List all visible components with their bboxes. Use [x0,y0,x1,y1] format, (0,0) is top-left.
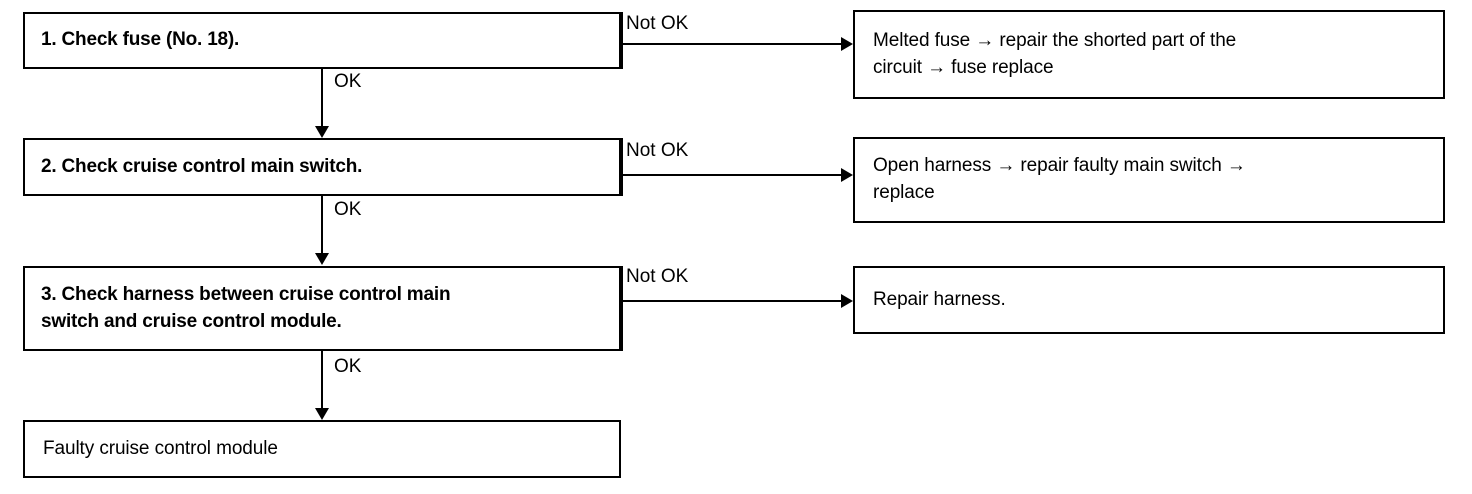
step-2-not-ok-label: Not OK [626,140,689,161]
step-1-label: 1. Check fuse (No. 18). [41,29,240,51]
conclusion-box: Faulty cruise control module [23,420,621,478]
connector-step3-to-result3 [621,300,841,302]
step-2-ok-label: OK [334,199,362,220]
step-3-not-ok-result-text: Repair harness. [873,288,1006,310]
connector-step1-to-result1-arrowhead [841,37,853,51]
step-3-not-ok-label: Not OK [626,266,689,287]
connector-step1-to-step2-arrowhead [315,126,329,138]
step-1-ok-label: OK [334,71,362,92]
connector-step2-to-step3-arrowhead [315,253,329,265]
step-2-box: 2. Check cruise control main switch. [23,138,621,196]
step-3-label: 3. Check harness between cruise control … [41,283,451,332]
step-1-not-ok-result-box: Melted fuse → repair the shorted part of… [853,10,1445,99]
step-3-ok-label: OK [334,356,362,377]
connector-step3-notok-stub [621,266,623,351]
connector-step2-notok-stub [621,138,623,196]
connector-step2-to-result2 [621,174,841,176]
conclusion-label: Faulty cruise control module [43,437,278,459]
connector-step3-to-conclusion [321,351,323,408]
connector-step2-to-result2-arrowhead [841,168,853,182]
step-1-not-ok-result-text: Melted fuse → repair the shorted part of… [873,29,1237,78]
connector-step1-to-step2 [321,69,323,126]
step-2-not-ok-result-text: Open harness → repair faulty main switch… [873,155,1246,203]
connector-step2-to-step3 [321,196,323,253]
connector-step3-to-conclusion-arrowhead [315,408,329,420]
connector-step1-to-result1 [621,43,841,45]
connector-step3-to-result3-arrowhead [841,294,853,308]
step-3-not-ok-result-box: Repair harness. [853,266,1445,334]
step-3-box: 3. Check harness between cruise control … [23,266,621,351]
step-2-label: 2. Check cruise control main switch. [41,155,363,177]
connector-step1-notok-stub [621,12,623,69]
step-1-not-ok-label: Not OK [626,13,689,34]
step-1-box: 1. Check fuse (No. 18). [23,12,621,69]
step-2-not-ok-result-box: Open harness → repair faulty main switch… [853,137,1445,223]
